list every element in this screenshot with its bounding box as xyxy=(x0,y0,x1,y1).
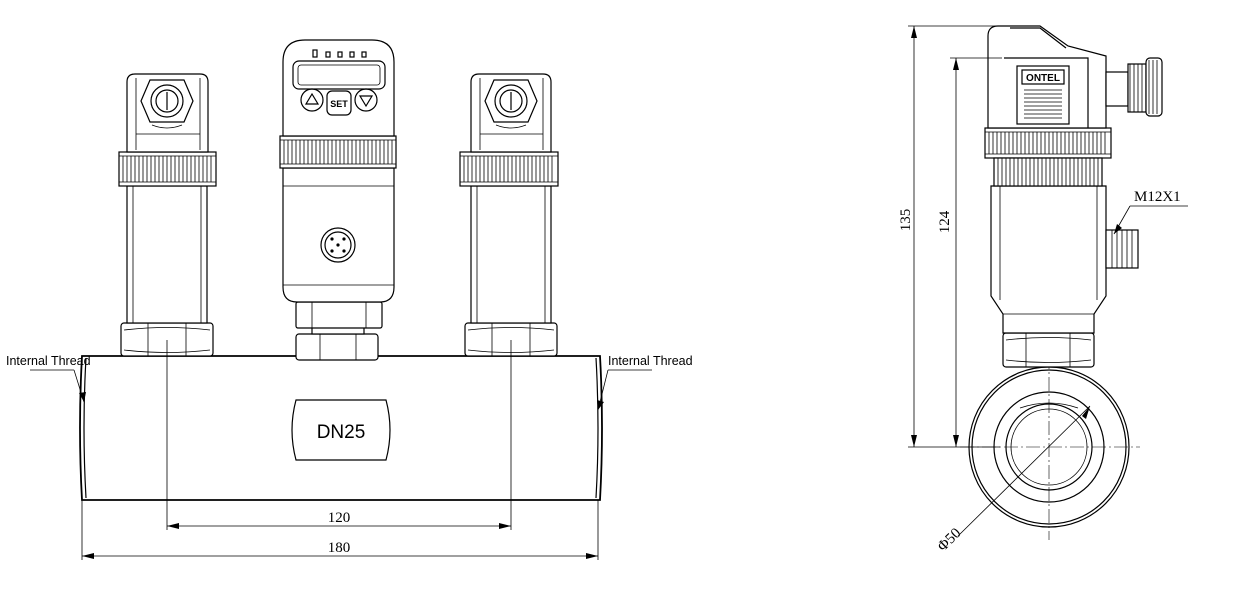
side-view: ONTEL M12X1 135 xyxy=(898,25,1188,555)
diameter-label: Φ50 xyxy=(935,525,965,555)
left-transmitter xyxy=(118,73,217,357)
status-leds xyxy=(312,49,367,58)
lcd-display xyxy=(292,60,386,90)
dim-180-label: 180 xyxy=(328,540,351,556)
housing-label: ONTEL xyxy=(1016,65,1070,125)
dimension-180: 180 xyxy=(81,500,599,560)
dimension-120: 120 xyxy=(166,340,512,530)
dim-135-label: 135 xyxy=(898,209,914,232)
right-thread-callout: Internal Thread xyxy=(597,354,693,411)
m12-callout: M12X1 xyxy=(1113,189,1188,235)
center-display-transmitter: SET xyxy=(279,39,397,361)
right-thread-label: Internal Thread xyxy=(608,354,693,368)
pipe-section xyxy=(960,355,1140,540)
right-cable-gland xyxy=(484,79,538,129)
set-button-label: SET xyxy=(330,99,348,109)
side-cable-gland xyxy=(1105,57,1163,117)
left-thread-callout: Internal Thread xyxy=(6,354,91,403)
dimension-124: 124 xyxy=(937,57,1002,447)
down-button xyxy=(354,88,378,112)
left-knurl xyxy=(119,155,216,183)
manifold-body: DN25 xyxy=(79,355,603,501)
right-transmitter xyxy=(459,73,559,357)
dn25-label: DN25 xyxy=(317,422,366,443)
right-knurl xyxy=(460,155,558,183)
m12-side-connector xyxy=(1105,229,1139,269)
left-thread-label: Internal Thread xyxy=(6,354,91,368)
left-cable-gland xyxy=(140,79,194,129)
dim-120-label: 120 xyxy=(328,510,351,526)
m12-socket xyxy=(320,227,356,263)
dn25-plate xyxy=(291,399,391,461)
center-knurl xyxy=(280,139,396,165)
housing-brand-label: ONTEL xyxy=(1026,73,1060,84)
dimension-135: 135 xyxy=(898,25,1000,448)
front-view: DN25 xyxy=(6,39,693,560)
set-button: SET xyxy=(326,90,352,116)
m12-label: M12X1 xyxy=(1134,189,1181,205)
up-button xyxy=(300,88,324,112)
dim-124-label: 124 xyxy=(937,210,953,233)
